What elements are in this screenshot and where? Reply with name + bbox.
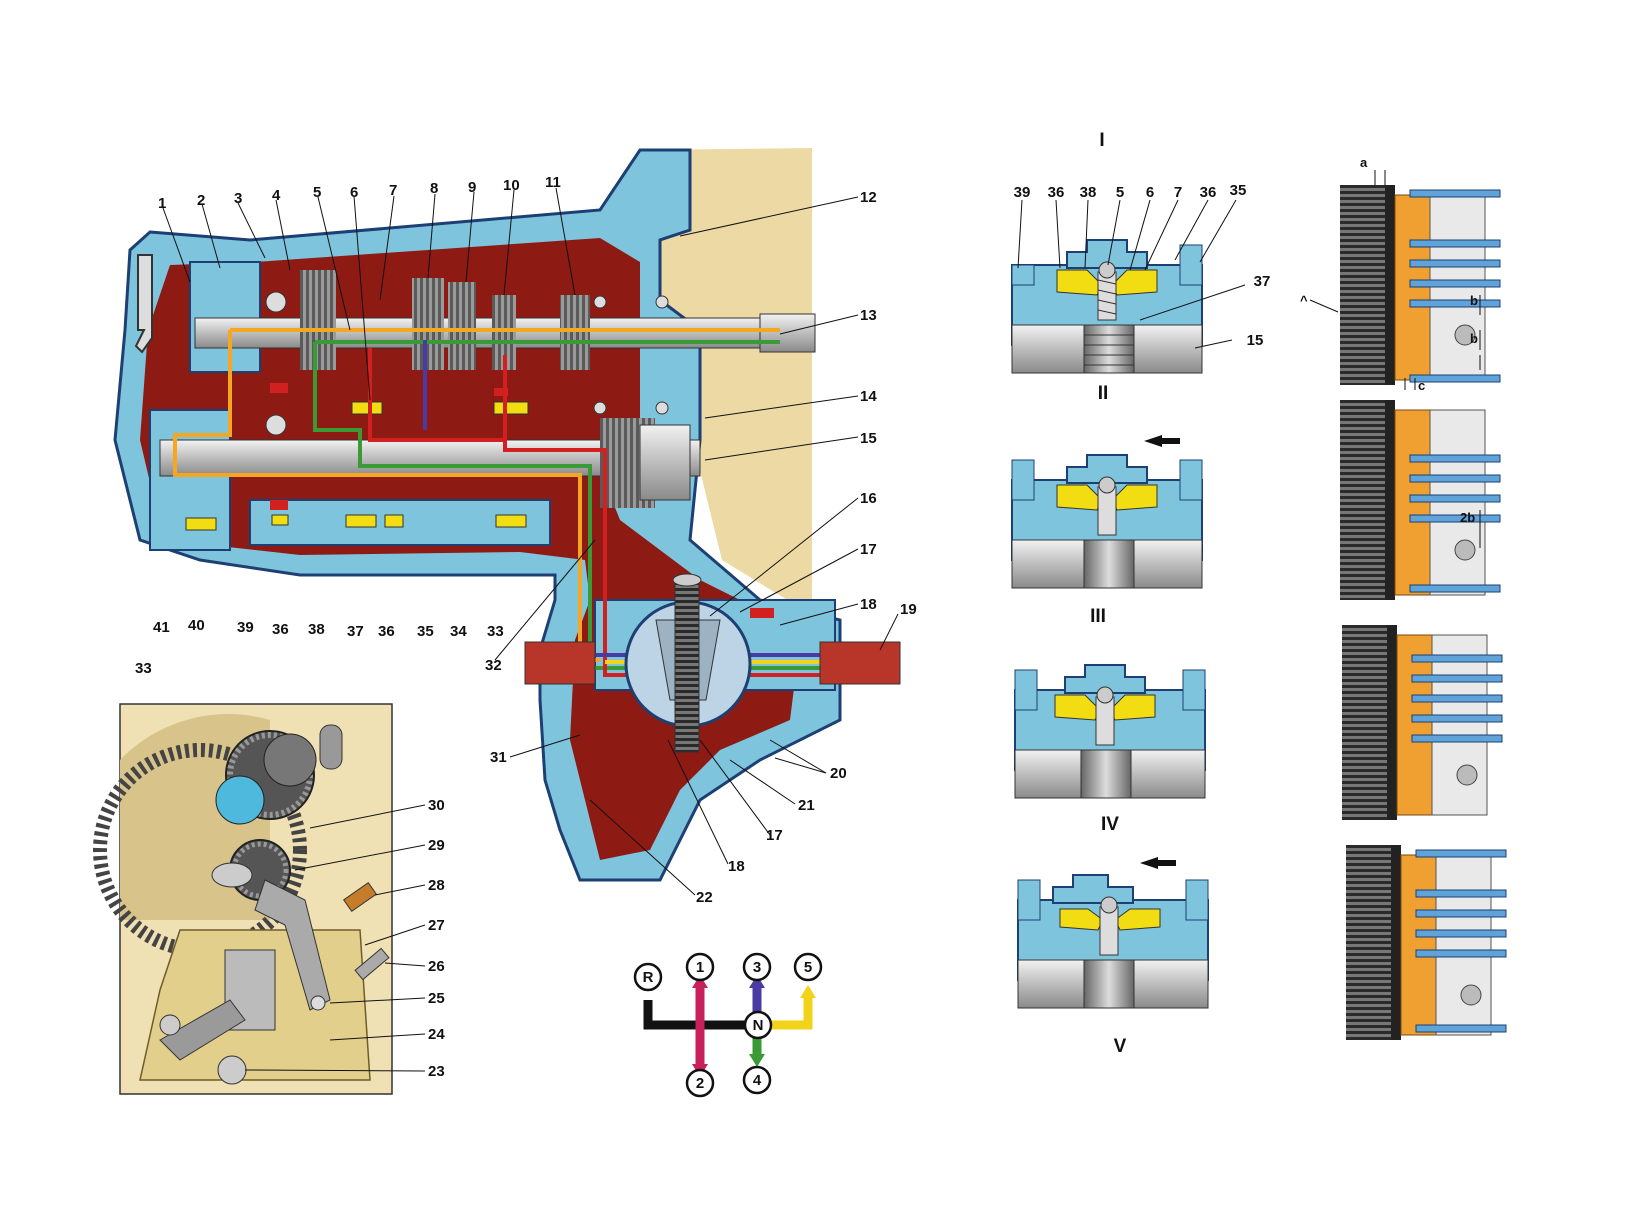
- gear-4-label: 4: [753, 1072, 762, 1089]
- view-label-1: I: [1099, 130, 1104, 151]
- inset-callout-29: 29: [428, 837, 445, 854]
- sync-callout-7: 7: [1174, 184, 1182, 201]
- inset-callout-26: 26: [428, 958, 445, 975]
- callout-19: 19: [900, 601, 917, 618]
- gear-r-label: R: [643, 969, 654, 986]
- sync-callout-37: 37: [1254, 273, 1271, 290]
- sync-callout-6: 6: [1146, 184, 1154, 201]
- inset-callout-33: 33: [135, 660, 152, 677]
- dim-b2: b: [1470, 331, 1478, 346]
- inset-callout-30: 30: [428, 797, 445, 814]
- callout-13: 13: [860, 307, 877, 324]
- callout-8: 8: [430, 180, 438, 197]
- callout-5: 5: [313, 184, 321, 201]
- callout-2: 2: [197, 192, 205, 209]
- callout-11: 11: [545, 174, 561, 191]
- callout-16: 16: [860, 490, 877, 507]
- callout-14: 14: [860, 388, 877, 405]
- gear-n-label: N: [753, 1017, 764, 1034]
- callout-9: 9: [468, 179, 476, 196]
- linkage-inset: [93, 703, 393, 1095]
- clutch-view-4: [1346, 845, 1507, 1040]
- inset-callout-24: 24: [428, 1026, 445, 1043]
- shift-pattern: R 1 3 5 N 2 4: [633, 952, 823, 1098]
- gearbox-section: [113, 148, 901, 882]
- callout-21: 21: [798, 797, 815, 814]
- gear-1-label: 1: [696, 959, 704, 976]
- inset-callout-23: 23: [428, 1063, 445, 1080]
- callout-20: 20: [830, 765, 847, 782]
- gear-3-label: 3: [753, 959, 761, 976]
- callout-15: 15: [860, 430, 877, 447]
- synchro-view-3: [1014, 664, 1206, 799]
- view-label-5: V: [1114, 1036, 1127, 1057]
- synchro-view-2: [1011, 435, 1203, 589]
- callout-41: 41: [153, 619, 170, 636]
- linkage-leaders: [244, 804, 426, 1072]
- clutch-view-3: [1342, 625, 1503, 820]
- gearbox-leaders: [162, 187, 899, 896]
- callout-36b: 36: [378, 623, 395, 640]
- callout-3: 3: [234, 190, 242, 207]
- callout-17b: 17: [766, 827, 783, 844]
- callout-34: 34: [450, 623, 467, 640]
- clutch-view-1: [1340, 185, 1501, 385]
- power-path-red: [368, 348, 880, 677]
- sync-callout-39: 39: [1014, 184, 1031, 201]
- gearbox-interior: [140, 238, 800, 860]
- synchronizer-views: I II III IV V 39 36 38 5 6 7 36 35 37 15: [1011, 130, 1271, 1057]
- synchro-view-1: [1011, 239, 1203, 374]
- sync-callout-36a: 36: [1048, 184, 1065, 201]
- sync-callout-15: 15: [1247, 332, 1264, 349]
- callout-17: 17: [860, 541, 877, 558]
- inset-callout-28: 28: [428, 877, 445, 894]
- bellhousing-background: [640, 148, 812, 615]
- callout-32: 32: [485, 657, 502, 674]
- sync-callout-5: 5: [1116, 184, 1124, 201]
- inset-callout-27: 27: [428, 917, 445, 934]
- callout-38: 38: [308, 621, 325, 638]
- callout-37: 37: [347, 623, 364, 640]
- view-label-2: II: [1098, 383, 1109, 404]
- gear-5-label: 5: [804, 959, 812, 976]
- callout-35: 35: [417, 623, 434, 640]
- callout-39: 39: [237, 619, 254, 636]
- callout-18: 18: [860, 596, 877, 613]
- clutch-detail-views: a b b c 2b ^: [1300, 155, 1507, 1040]
- gear-2-label: 2: [696, 1075, 704, 1092]
- dim-a: a: [1360, 155, 1368, 170]
- dim-2b: 2b: [1460, 510, 1475, 525]
- callout-40: 40: [188, 617, 205, 634]
- view-label-3: III: [1090, 606, 1106, 627]
- callout-18b: 18: [728, 858, 745, 875]
- synchro-view-4: [1017, 857, 1209, 1009]
- dim-tick: ^: [1300, 293, 1308, 308]
- callout-22: 22: [696, 889, 713, 906]
- sync-callout-35: 35: [1230, 182, 1247, 199]
- callout-7: 7: [389, 182, 397, 199]
- callout-4: 4: [272, 187, 281, 204]
- dim-b1: b: [1470, 293, 1478, 308]
- clutch-view-2: [1340, 400, 1501, 600]
- inset-callout-25: 25: [428, 990, 445, 1007]
- callout-6: 6: [350, 184, 358, 201]
- callout-36a: 36: [272, 621, 289, 638]
- callout-31: 31: [490, 749, 507, 766]
- callout-33: 33: [487, 623, 504, 640]
- sync-callout-38: 38: [1080, 184, 1097, 201]
- callout-1: 1: [158, 195, 166, 212]
- dim-c: c: [1418, 378, 1425, 393]
- view-label-4: IV: [1101, 814, 1119, 835]
- callout-10: 10: [503, 177, 520, 194]
- sync-callout-36b: 36: [1200, 184, 1217, 201]
- callout-12: 12: [860, 189, 877, 206]
